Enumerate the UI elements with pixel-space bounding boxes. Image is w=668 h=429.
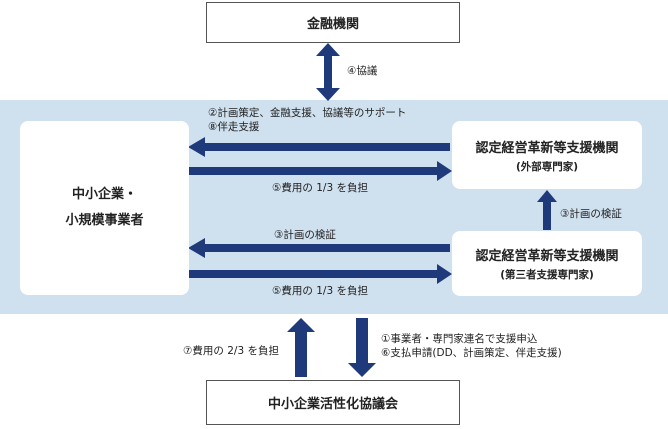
- support-label-line2: ⑧伴走支援: [208, 121, 260, 133]
- third-party-expert-box: 認定経営革新等支援機関 (第三者支援専門家): [452, 231, 642, 296]
- support-label-line1: ②計画策定、金融支援、協議等のサポート: [208, 107, 407, 119]
- cost-two-thirds-label: ⑦費用の 2/3 を負担: [183, 345, 279, 357]
- third-party-expert-subtitle: (第三者支援専門家): [500, 269, 594, 281]
- council-label: 中小企業活性化協議会: [267, 397, 398, 412]
- external-expert-box: 認定経営革新等支援機関 (外部専門家): [452, 121, 642, 189]
- council-box: 中小企業活性化協議会: [206, 380, 460, 425]
- cost-up-arrow: [287, 318, 315, 377]
- cost-arrow-2: [188, 264, 452, 284]
- verify-vertical-label: ③計画の検証: [560, 208, 622, 220]
- cost-label-1: ⑤費用の 1/3 を負担: [272, 182, 368, 194]
- third-party-expert-title: 認定経営革新等支援機関: [475, 249, 619, 264]
- apply-down-arrow: [348, 318, 376, 377]
- cost-arrow-1: [188, 161, 452, 181]
- verify-arrow: [188, 238, 450, 258]
- sme-label-line1: 中小企業・: [71, 187, 137, 202]
- consult-arrow: [316, 43, 340, 101]
- external-expert-title: 認定経営革新等支援機関: [475, 140, 619, 156]
- sme-box: 中小企業・ 小規模事業者: [20, 121, 189, 295]
- external-expert-subtitle: (外部専門家): [515, 160, 579, 173]
- bank-label: 金融機関: [306, 17, 359, 32]
- support-arrow: [188, 137, 450, 157]
- verify-label: ③計画の検証: [274, 229, 336, 241]
- apply-label-line2: ⑥支払申請(DD、計画策定、伴走支援): [381, 347, 562, 359]
- verify-up-arrow: [537, 190, 557, 230]
- bank-box: 金融機関: [206, 2, 460, 43]
- cost-label-2: ⑤費用の 1/3 を負担: [272, 285, 368, 297]
- apply-label-line1: ①事業者・専門家連名で支援申込: [381, 333, 538, 345]
- consult-label: ④協議: [347, 65, 378, 77]
- sme-label-line2: 小規模事業者: [65, 213, 144, 228]
